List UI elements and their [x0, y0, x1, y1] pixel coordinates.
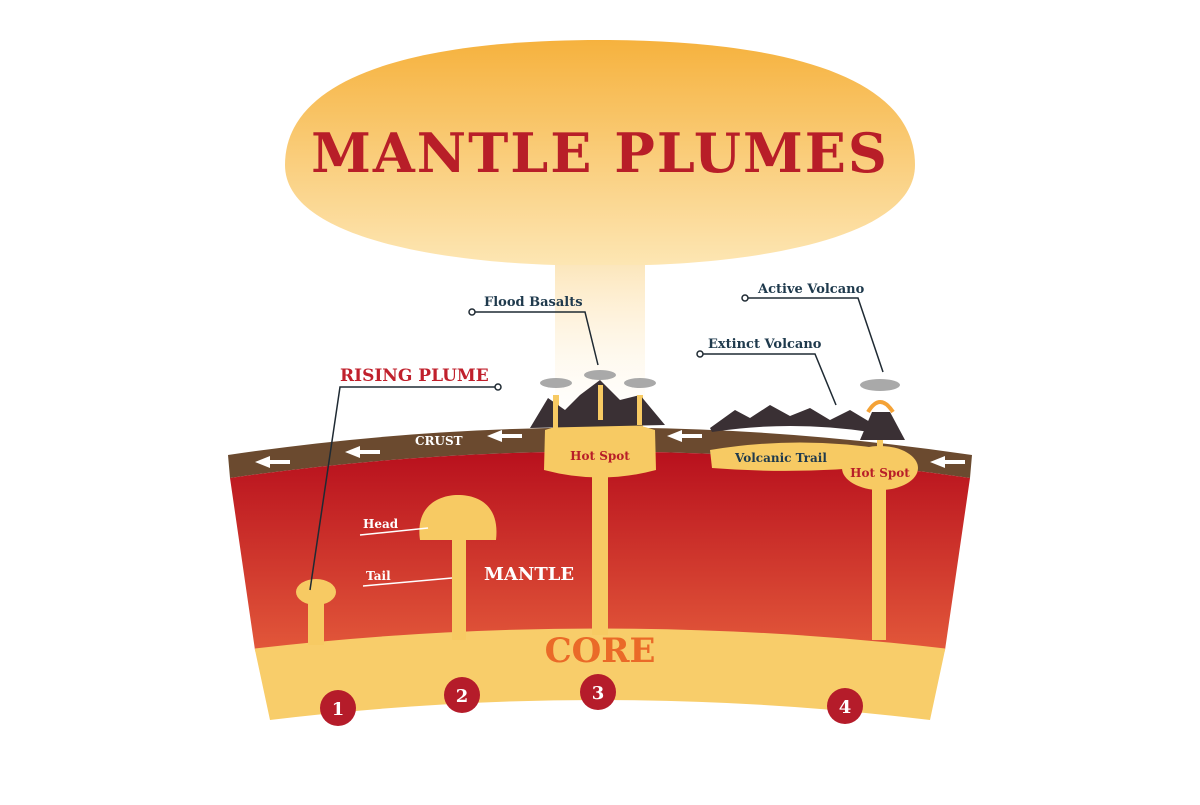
crust-label: CRUST [415, 434, 463, 448]
plume-stage-1 [296, 579, 336, 645]
arrow-left-icon [255, 456, 290, 468]
leader-lines [309, 294, 884, 591]
stage-number: 1 [332, 699, 345, 720]
arrow-left-icon [930, 456, 965, 468]
crust-layer [228, 427, 972, 478]
extinct-volcano-label: Extinct Volcano [708, 337, 822, 352]
arrow-left-icon [487, 430, 522, 442]
stage-badge [580, 674, 616, 710]
active-volcano-label: Active Volcano [757, 282, 865, 297]
extinct-volcanoes [710, 405, 875, 432]
stage-badge [827, 688, 863, 724]
rising-plume-label: RISING PLUME [340, 366, 489, 386]
plume-stage-2 [419, 495, 497, 640]
stage-badges: 1 2 3 4 [320, 674, 863, 726]
smoke-icon [584, 370, 616, 380]
mantle-label: MANTLE [484, 564, 574, 585]
flood-basalts-label: Flood Basalts [484, 295, 583, 310]
tail-label: Tail [366, 569, 391, 583]
core-label: CORE [545, 631, 656, 671]
stage-number: 3 [592, 683, 605, 704]
title-cloud [285, 40, 915, 410]
head-tail-lines [359, 527, 453, 587]
smoke-icon [860, 379, 900, 391]
hot-spot-label-2: Hot Spot [850, 466, 910, 480]
crust-movement-arrows [255, 430, 965, 468]
stage-badge [444, 677, 480, 713]
stage-badge [320, 690, 356, 726]
flood-basalt-volcanoes [530, 370, 665, 428]
stage-number: 4 [839, 697, 852, 718]
smoke-icon [624, 378, 656, 388]
hot-spot-label-1: Hot Spot [570, 449, 630, 463]
head-label: Head [363, 517, 399, 531]
arrow-left-icon [667, 430, 702, 442]
stage-number: 2 [456, 686, 469, 707]
smoke-icon [540, 378, 572, 388]
arrow-left-icon [345, 446, 380, 458]
active-volcano [860, 379, 905, 440]
page-title: MANTLE PLUMES [311, 121, 889, 185]
volcanic-trail-label: Volcanic Trail [734, 451, 827, 465]
